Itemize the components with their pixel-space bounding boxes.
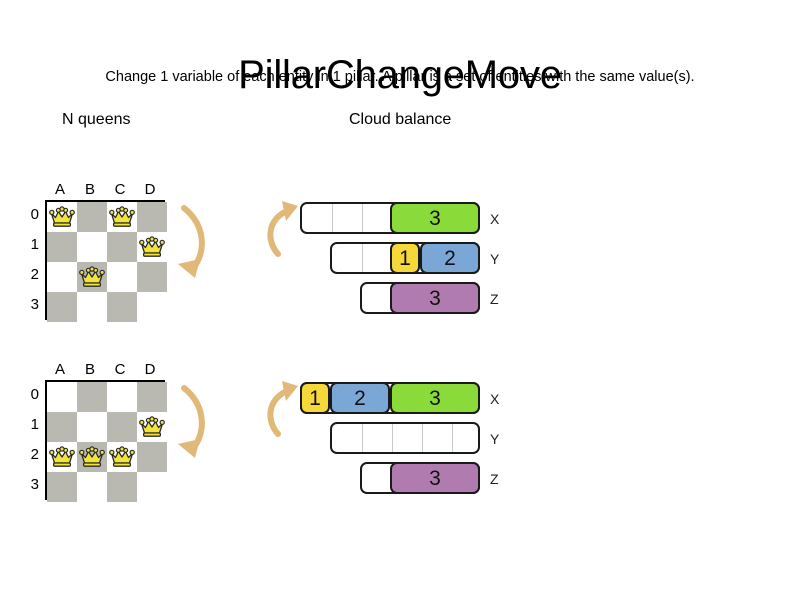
queen-icon bbox=[79, 446, 105, 467]
chess-board-after bbox=[45, 380, 167, 502]
board-square-C2[interactable] bbox=[107, 442, 137, 472]
board-square-D1[interactable] bbox=[137, 412, 167, 442]
board-square-D3[interactable] bbox=[137, 292, 167, 322]
queen-icon bbox=[139, 236, 165, 257]
board-after-row-label-0: 0 bbox=[30, 386, 39, 403]
board-square-D3[interactable] bbox=[137, 472, 167, 502]
queen-icon bbox=[109, 446, 135, 467]
process-before-X-3[interactable]: 3 bbox=[390, 202, 480, 234]
page-subtitle: Change 1 variable of each entity in 1 pi… bbox=[105, 69, 695, 85]
bar-cell-divider bbox=[392, 424, 393, 452]
board-square-B0[interactable] bbox=[77, 382, 107, 412]
queen-icon bbox=[109, 206, 135, 227]
board-square-A3[interactable] bbox=[47, 472, 77, 502]
board-square-D0[interactable] bbox=[137, 382, 167, 412]
board-before-row-label-1: 1 bbox=[30, 236, 39, 253]
board-square-B1[interactable] bbox=[77, 412, 107, 442]
board-square-C3[interactable] bbox=[107, 292, 137, 322]
board-before-column-label-B: B bbox=[84, 181, 95, 198]
board-after-row-label-2: 2 bbox=[30, 446, 39, 463]
bar-cell-divider bbox=[452, 424, 453, 452]
cloud-move-arrow-bottom bbox=[267, 381, 298, 437]
board-square-D1[interactable] bbox=[137, 232, 167, 262]
board-square-C1[interactable] bbox=[107, 232, 137, 262]
board-square-A3[interactable] bbox=[47, 292, 77, 322]
section-header-cloud: Cloud balance bbox=[349, 111, 452, 128]
computer-bar-after-Y[interactable] bbox=[330, 422, 480, 454]
process-after-X-1[interactable]: 1 bbox=[300, 382, 330, 414]
computer-label-after-Y: Y bbox=[490, 431, 500, 447]
board-square-C0[interactable] bbox=[107, 202, 137, 232]
board-square-A1[interactable] bbox=[47, 232, 77, 262]
process-after-Z-3[interactable]: 3 bbox=[390, 462, 480, 494]
board-square-A2[interactable] bbox=[47, 262, 77, 292]
board-square-A1[interactable] bbox=[47, 412, 77, 442]
board-before-row-label-3: 3 bbox=[30, 296, 39, 313]
bar-cell-divider bbox=[362, 204, 363, 232]
board-after-column-label-D: D bbox=[144, 361, 156, 378]
section-header-nqueens: N queens bbox=[62, 111, 131, 128]
computer-label-after-Z: Z bbox=[490, 471, 499, 487]
board-square-A0[interactable] bbox=[47, 202, 77, 232]
process-after-X-3[interactable]: 3 bbox=[390, 382, 480, 414]
cloud-move-arrow-top bbox=[267, 201, 298, 257]
board-square-C1[interactable] bbox=[107, 412, 137, 442]
board-after-row-label-3: 3 bbox=[30, 476, 39, 493]
board-square-D2[interactable] bbox=[137, 262, 167, 292]
board-after-column-label-C: C bbox=[114, 361, 126, 378]
board-before-column-label-A: A bbox=[54, 181, 65, 198]
board-square-D2[interactable] bbox=[137, 442, 167, 472]
queen-icon bbox=[49, 206, 75, 227]
board-square-C0[interactable] bbox=[107, 382, 137, 412]
bar-cell-divider bbox=[362, 424, 363, 452]
board-before-row-label-0: 0 bbox=[30, 206, 39, 223]
queen-icon bbox=[79, 266, 105, 287]
process-before-Y-1[interactable]: 1 bbox=[390, 242, 420, 274]
board-after-row-label-1: 1 bbox=[30, 416, 39, 433]
board-after-column-label-A: A bbox=[54, 361, 65, 378]
chess-board-before bbox=[45, 200, 167, 322]
board-square-B2[interactable] bbox=[77, 262, 107, 292]
board-square-B3[interactable] bbox=[77, 472, 107, 502]
board-before-row-label-2: 2 bbox=[30, 266, 39, 283]
board-before-column-label-D: D bbox=[144, 181, 156, 198]
board-square-B2[interactable] bbox=[77, 442, 107, 472]
board-square-D0[interactable] bbox=[137, 202, 167, 232]
computer-label-before-Y: Y bbox=[490, 251, 500, 267]
nqueens-move-arrow-bottom bbox=[178, 385, 205, 458]
bar-cell-divider bbox=[362, 244, 363, 272]
computer-label-after-X: X bbox=[490, 391, 500, 407]
computer-label-before-X: X bbox=[490, 211, 500, 227]
board-square-B0[interactable] bbox=[77, 202, 107, 232]
computer-label-before-Z: Z bbox=[490, 291, 499, 307]
process-after-X-2[interactable]: 2 bbox=[330, 382, 390, 414]
board-square-B1[interactable] bbox=[77, 232, 107, 262]
board-square-A0[interactable] bbox=[47, 382, 77, 412]
queen-icon bbox=[139, 416, 165, 437]
board-square-A2[interactable] bbox=[47, 442, 77, 472]
board-square-C3[interactable] bbox=[107, 472, 137, 502]
bar-cell-divider bbox=[332, 204, 333, 232]
queen-icon bbox=[49, 446, 75, 467]
process-before-Y-2[interactable]: 2 bbox=[420, 242, 480, 274]
board-before-column-label-C: C bbox=[114, 181, 126, 198]
board-square-B3[interactable] bbox=[77, 292, 107, 322]
process-before-Z-3[interactable]: 3 bbox=[390, 282, 480, 314]
bar-cell-divider bbox=[422, 424, 423, 452]
board-after-column-label-B: B bbox=[84, 361, 95, 378]
board-square-C2[interactable] bbox=[107, 262, 137, 292]
page-title: PillarChangeMove bbox=[238, 52, 562, 97]
nqueens-move-arrow-top bbox=[178, 205, 205, 278]
